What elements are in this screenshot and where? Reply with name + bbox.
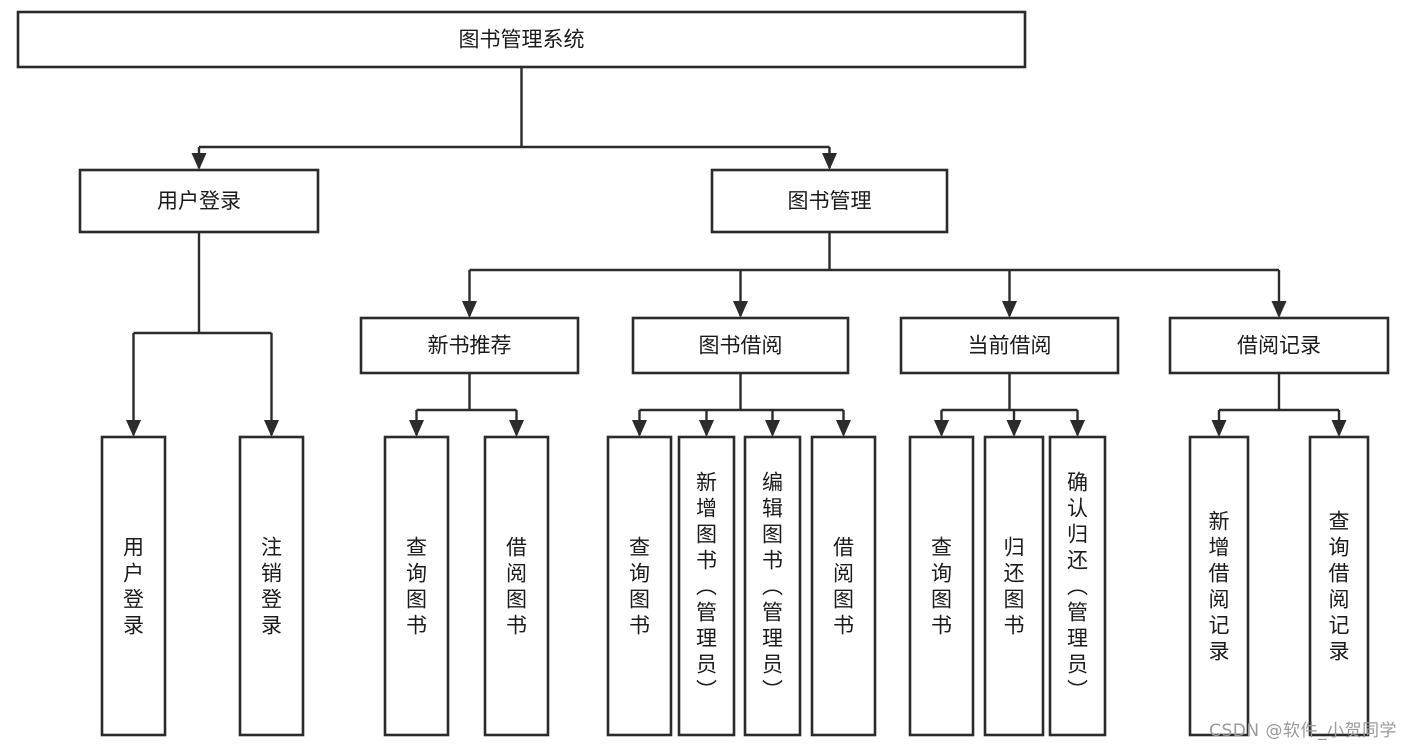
node-leaf-8[interactable]: 查询图书 bbox=[908, 435, 975, 737]
node-level2-2[interactable]: 当前借阅 bbox=[899, 316, 1120, 375]
node-box-outline bbox=[908, 435, 975, 737]
arrow-head-icon bbox=[632, 420, 647, 437]
node-root-图书管理系统[interactable]: 图书管理系统 bbox=[16, 10, 1027, 69]
arrow-head-icon bbox=[1331, 420, 1347, 437]
arrow-head-icon bbox=[462, 301, 477, 318]
node-label: 借阅记录 bbox=[1237, 334, 1321, 358]
node-label: 确认归还︵管理员︶ bbox=[1067, 470, 1088, 702]
arrow-head-icon bbox=[126, 420, 141, 437]
arrow-head-icon bbox=[1271, 301, 1287, 318]
arrow-head-icon bbox=[1006, 420, 1022, 437]
watermark-label: CSDN @软件_小贺同学 bbox=[1209, 721, 1397, 741]
node-box-outline bbox=[16, 10, 1027, 69]
node-label: 用户登录 bbox=[123, 535, 144, 637]
node-label: 编辑图书︵管理员︶ bbox=[762, 470, 783, 702]
node-box-outline bbox=[1168, 316, 1390, 375]
node-box-outline bbox=[1188, 435, 1250, 737]
node-leaf-4[interactable]: 查询图书 bbox=[606, 435, 673, 737]
node-label: 注销登录 bbox=[261, 535, 282, 637]
node-label: 借阅图书 bbox=[833, 535, 854, 637]
arrow-head-icon bbox=[1211, 420, 1227, 437]
node-leaf-12[interactable]: 查询借阅记录 bbox=[1308, 435, 1370, 737]
node-box-outline bbox=[677, 435, 736, 737]
node-box-outline bbox=[710, 168, 949, 234]
node-box-outline bbox=[743, 435, 802, 737]
node-box-outline bbox=[1048, 435, 1107, 737]
node-leaf-3[interactable]: 借阅图书 bbox=[483, 435, 550, 737]
node-label: 当前借阅 bbox=[968, 334, 1052, 358]
arrow-head-icon bbox=[733, 301, 748, 318]
node-box-outline bbox=[78, 168, 320, 234]
node-label: 查询图书 bbox=[931, 535, 952, 637]
node-leaf-2[interactable]: 查询图书 bbox=[383, 435, 450, 737]
arrow-head-icon bbox=[264, 420, 279, 437]
node-label: 归还图书 bbox=[1004, 535, 1025, 637]
node-label: 新增借阅记录 bbox=[1209, 509, 1230, 663]
node-label: 查询图书 bbox=[629, 535, 650, 637]
node-box-outline bbox=[483, 435, 550, 737]
arrow-head-icon bbox=[765, 420, 780, 437]
node-box-outline bbox=[100, 435, 167, 737]
node-label: 图书管理系统 bbox=[459, 28, 585, 52]
node-label: 借阅图书 bbox=[506, 535, 527, 637]
node-level1-1[interactable]: 图书管理 bbox=[710, 168, 949, 234]
node-leaf-7[interactable]: 借阅图书 bbox=[810, 435, 877, 737]
node-label: 图书借阅 bbox=[699, 334, 783, 358]
node-label: 查询借阅记录 bbox=[1329, 509, 1350, 663]
node-leaf-5[interactable]: 新增图书︵管理员︶ bbox=[677, 435, 736, 737]
node-box-outline bbox=[359, 316, 580, 375]
arrow-head-icon bbox=[1070, 420, 1085, 437]
node-box-outline bbox=[238, 435, 305, 737]
node-level1-0[interactable]: 用户登录 bbox=[78, 168, 320, 234]
node-box-outline bbox=[810, 435, 877, 737]
node-label: 新增图书︵管理员︶ bbox=[696, 470, 717, 702]
node-level2-3[interactable]: 借阅记录 bbox=[1168, 316, 1390, 375]
node-boxes: 图书管理系统用户登录图书管理新书推荐图书借阅当前借阅借阅记录用户登录注销登录查询… bbox=[16, 10, 1390, 737]
node-leaf-10[interactable]: 确认归还︵管理员︶ bbox=[1048, 435, 1107, 737]
node-box-outline bbox=[899, 316, 1120, 375]
node-leaf-6[interactable]: 编辑图书︵管理员︶ bbox=[743, 435, 802, 737]
connector-lines bbox=[126, 67, 1347, 437]
arrow-head-icon bbox=[934, 420, 949, 437]
node-label: 查询图书 bbox=[406, 535, 427, 637]
node-leaf-0[interactable]: 用户登录 bbox=[100, 435, 167, 737]
arrow-head-icon bbox=[836, 420, 851, 437]
arrow-head-icon bbox=[191, 153, 207, 170]
node-box-outline bbox=[606, 435, 673, 737]
arrow-head-icon bbox=[699, 420, 714, 437]
node-level2-0[interactable]: 新书推荐 bbox=[359, 316, 580, 375]
arrow-head-icon bbox=[409, 420, 424, 437]
node-box-outline bbox=[1308, 435, 1370, 737]
node-level2-1[interactable]: 图书借阅 bbox=[631, 316, 850, 375]
node-box-outline bbox=[983, 435, 1045, 737]
arrow-head-icon bbox=[1002, 301, 1017, 318]
node-leaf-9[interactable]: 归还图书 bbox=[983, 435, 1045, 737]
node-box-outline bbox=[383, 435, 450, 737]
node-leaf-1[interactable]: 注销登录 bbox=[238, 435, 305, 737]
node-label: 图书管理 bbox=[788, 189, 872, 213]
node-label: 用户登录 bbox=[157, 189, 241, 213]
node-label: 新书推荐 bbox=[428, 334, 512, 358]
node-box-outline bbox=[631, 316, 850, 375]
arrow-head-icon bbox=[822, 153, 837, 170]
node-leaf-11[interactable]: 新增借阅记录 bbox=[1188, 435, 1250, 737]
arrow-head-icon bbox=[509, 420, 524, 437]
